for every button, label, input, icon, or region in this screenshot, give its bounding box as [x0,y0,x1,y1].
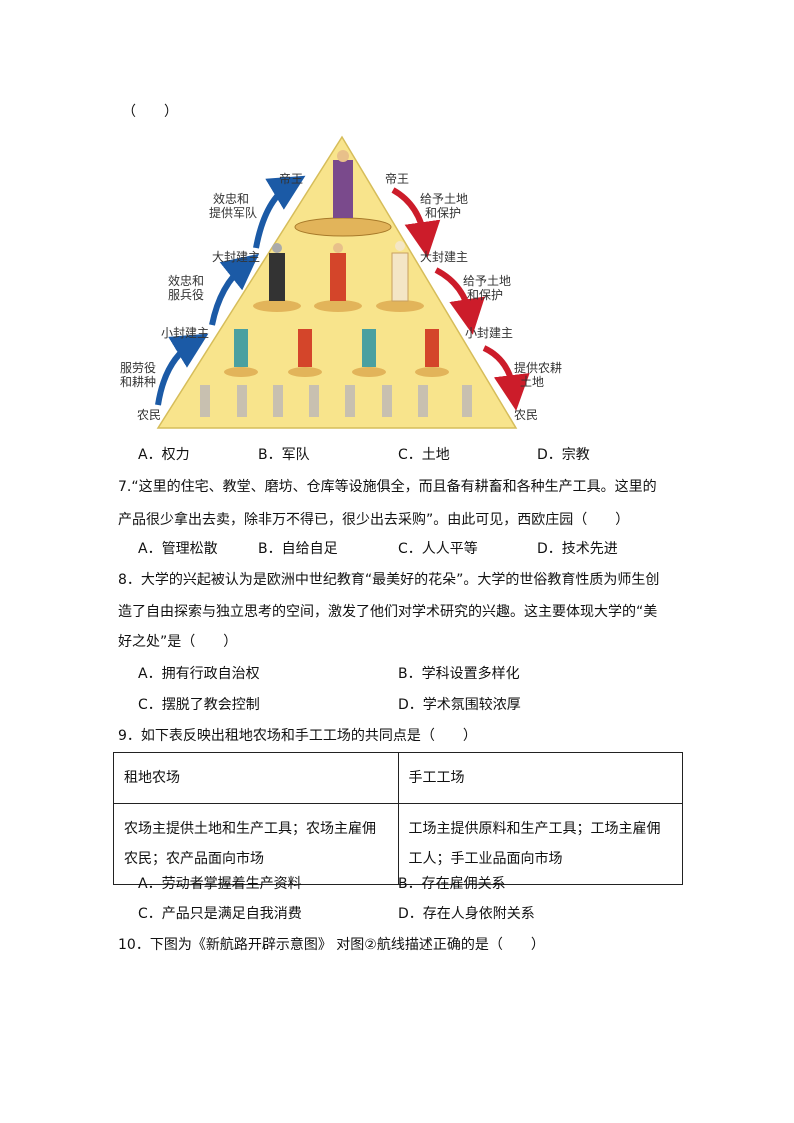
svg-text:给予土地: 给予土地 [420,192,468,206]
table-cell: 工场主提供原料和生产工具；工场主雇佣工人；手工业品面向市场 [397,803,683,885]
table-header-cell: 手工工场 [397,752,683,804]
svg-text:帝王: 帝王 [279,171,303,186]
q7-option-d[interactable]: D．技术先进 [537,541,618,557]
table-row: 农场主提供土地和生产工具；农场主雇佣农民；农产品面向市场 工场主提供原料和生产工… [113,803,683,885]
svg-text:和保护: 和保护 [425,206,461,220]
svg-text:帝王: 帝王 [385,171,409,186]
q6-option-d[interactable]: D．宗教 [537,447,590,463]
q7-option-c[interactable]: C．人人平等 [398,541,478,557]
svg-text:大封建主: 大封建主 [420,250,468,264]
q8-stem-line: 造了自由探索与独立思考的空间，激发了他们对学术研究的兴趣。这主要体现大学的“美 [118,604,658,620]
svg-text:大封建主: 大封建主 [212,250,260,264]
svg-text:服劳役: 服劳役 [120,360,156,375]
feudal-pyramid-figure: 帝王 效忠和 提供军队 大封建主 效忠和 服兵役 小封建主 服劳役 和耕种 农民… [120,135,562,429]
q7-stem-line: 产品很少拿出去卖，除非万不得已，很少出去采购”。由此可见，西欧庄园（ ） [118,512,630,528]
svg-text:服兵役: 服兵役 [168,287,204,302]
q10-stem: 10．下图为《新航路开辟示意图》 对图②航线描述正确的是（ ） [118,937,545,953]
arrow-up-icon [155,333,209,406]
q9-option-c[interactable]: C．产品只是满足自我消费 [138,906,302,922]
svg-text:小封建主: 小封建主 [465,326,513,340]
arrow-down-icon [434,267,485,335]
svg-text:提供农耕: 提供农耕 [514,360,562,375]
svg-text:农民: 农民 [137,408,161,422]
q7-option-a[interactable]: A．管理松散 [138,541,218,557]
table-header-cell: 租地农场 [113,752,399,804]
q9-option-b[interactable]: B．存在雇佣关系 [398,876,506,892]
peasants-figures [200,385,472,417]
arrow-down-icon [482,345,530,411]
q6-option-c[interactable]: C．土地 [398,447,450,463]
q9-comparison-table: 租地农场 手工工场 农场主提供土地和生产工具；农场主雇佣农民；农产品面向市场 工… [113,752,683,885]
q6-option-b[interactable]: B．军队 [258,447,310,463]
q8-option-a[interactable]: A．拥有行政自治权 [138,666,260,682]
q9-option-d[interactable]: D．存在人身依附关系 [398,906,535,922]
svg-text:提供军队: 提供军队 [209,205,257,220]
q7-stem-line: 7.“这里的住宅、教堂、磨坊、仓库等设施俱全，而且备有耕畜和各种生产工具。这里的 [118,479,657,495]
q9-stem: 9．如下表反映出租地农场和手工工场的共同点是（ ） [118,728,477,744]
svg-text:和保护: 和保护 [467,288,503,302]
q6-option-a[interactable]: A．权力 [138,447,190,463]
arrow-up-icon [209,253,260,326]
q8-option-c[interactable]: C．摆脱了教会控制 [138,697,260,713]
q8-option-d[interactable]: D．学术氛围较浓厚 [398,697,521,713]
svg-text:和耕种: 和耕种 [120,374,156,389]
svg-text:农民: 农民 [514,408,538,422]
q8-option-b[interactable]: B．学科设置多样化 [398,666,520,682]
emperor-figure [333,160,353,218]
q8-stem-line: 8．大学的兴起被认为是欧洲中世纪教育“最美好的花朵”。大学的世俗教育性质为师生创 [118,572,660,588]
svg-text:效忠和: 效忠和 [213,191,249,206]
q8-stem-line: 好之处”是（ ） [118,634,238,650]
q9-option-a[interactable]: A．劳动者掌握着生产资料 [138,876,302,892]
svg-text:效忠和: 效忠和 [168,273,204,288]
arrow-up-icon [253,175,306,249]
table-cell: 农场主提供土地和生产工具；农场主雇佣农民；农产品面向市场 [113,803,399,885]
svg-text:土地: 土地 [520,375,544,389]
table-header-row: 租地农场 手工工场 [113,752,683,804]
q7-option-b[interactable]: B．自给自足 [258,541,338,557]
arrow-down-icon [391,187,441,258]
small-lords-figures [224,329,449,377]
svg-text:给予土地: 给予土地 [463,274,511,288]
svg-text:小封建主: 小封建主 [161,326,209,340]
q6-answer-paren: （ ） [122,104,178,120]
great-lords-figures [253,241,424,312]
